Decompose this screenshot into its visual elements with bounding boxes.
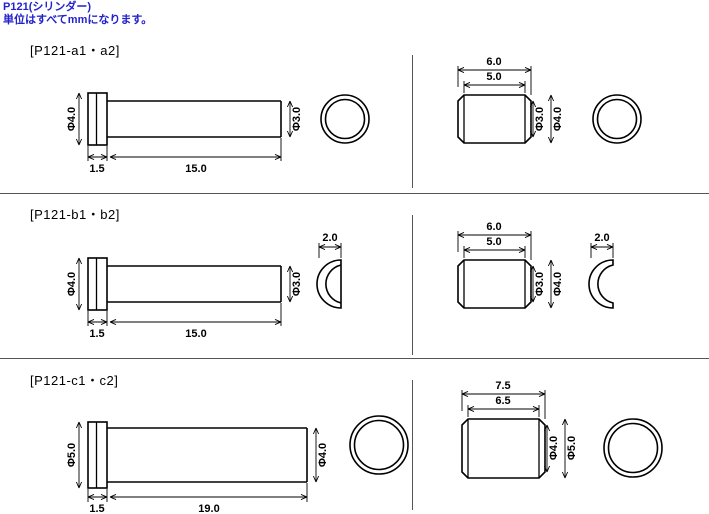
section-vertical-divider-3 — [412, 380, 413, 510]
dim-flange-len-c: 1.5 — [89, 503, 104, 514]
ring-end-view-a2 — [592, 94, 642, 144]
dim-thickness-b2: 2.0 — [594, 232, 609, 244]
ring-end-view-c2 — [603, 418, 663, 478]
side-view-long-cylinder-c: Φ5.0 Φ4.0 1.5 19.0 — [66, 421, 329, 514]
dim-flange-dia-c: Φ5.0 — [66, 443, 78, 467]
dim-thickness-b1: 2.0 — [322, 232, 337, 244]
ring-end-view-a1 — [320, 94, 370, 144]
dim-body-dia-a: Φ3.0 — [291, 107, 303, 131]
section-label-b: [P121-b1・b2] — [30, 207, 120, 222]
section-vertical-divider-1 — [412, 55, 413, 188]
side-view-long-cylinder-b: Φ4.0 Φ3.0 1.5 15.0 — [66, 257, 303, 340]
document-title-line2: 単位はすべてmmになります。 — [3, 13, 153, 26]
dim-body-len-a: 15.0 — [185, 163, 206, 175]
dim-total-len-a: 6.0 — [486, 56, 501, 68]
dim-flange-dia-b: Φ4.0 — [66, 272, 78, 296]
dim-outer-dia-b: Φ4.0 — [552, 272, 564, 296]
dim-inner-dia-b: Φ3.0 — [534, 272, 546, 296]
section-separator-2 — [0, 358, 709, 359]
dim-flange-dia-a: Φ4.0 — [66, 107, 78, 131]
dim-inner-len-a: 5.0 — [486, 71, 501, 83]
side-view-short-cylinder-b: 6.0 5.0 Φ3.0 Φ4.0 — [457, 221, 564, 309]
crescent-end-view-b2: 2.0 — [588, 232, 614, 309]
ring-end-view-c1 — [349, 415, 409, 475]
dim-total-len-b: 6.0 — [486, 221, 501, 233]
section-separator-1 — [0, 193, 709, 194]
dim-body-len-b: 15.0 — [185, 328, 206, 340]
dim-body-len-c: 19.0 — [198, 503, 219, 514]
dim-inner-len-c: 6.5 — [495, 395, 510, 407]
dim-inner-dia-a: Φ3.0 — [534, 107, 546, 131]
document-title-block: P121(シリンダー) 単位はすべてmmになります。 — [3, 1, 152, 26]
document-title-line1: P121(シリンダー) — [3, 1, 92, 13]
side-view-short-cylinder-c: 7.5 6.5 Φ4.0 Φ5.0 — [461, 380, 578, 479]
section-label-c: [P121-c1・c2] — [30, 373, 119, 388]
dim-flange-len-a: 1.5 — [89, 163, 104, 175]
dim-body-dia-c: Φ4.0 — [317, 443, 329, 467]
dim-outer-dia-c: Φ5.0 — [566, 436, 578, 460]
dim-inner-len-b: 5.0 — [486, 236, 501, 248]
half-disc-end-view-b1: 2.0 — [316, 232, 342, 309]
dim-flange-len-b: 1.5 — [89, 328, 104, 340]
section-vertical-divider-2 — [412, 215, 413, 355]
section-label-a: [P121-a1・a2] — [30, 43, 120, 58]
side-view-short-cylinder-a: 6.0 5.0 Φ3.0 Φ4.0 — [457, 56, 564, 144]
dim-inner-dia-c: Φ4.0 — [548, 436, 560, 460]
dim-body-dia-b: Φ3.0 — [291, 272, 303, 296]
side-view-long-cylinder-a: Φ4.0 Φ3.0 1.5 15.0 — [66, 92, 303, 175]
dim-total-len-c: 7.5 — [495, 380, 510, 392]
dim-outer-dia-a: Φ4.0 — [552, 107, 564, 131]
